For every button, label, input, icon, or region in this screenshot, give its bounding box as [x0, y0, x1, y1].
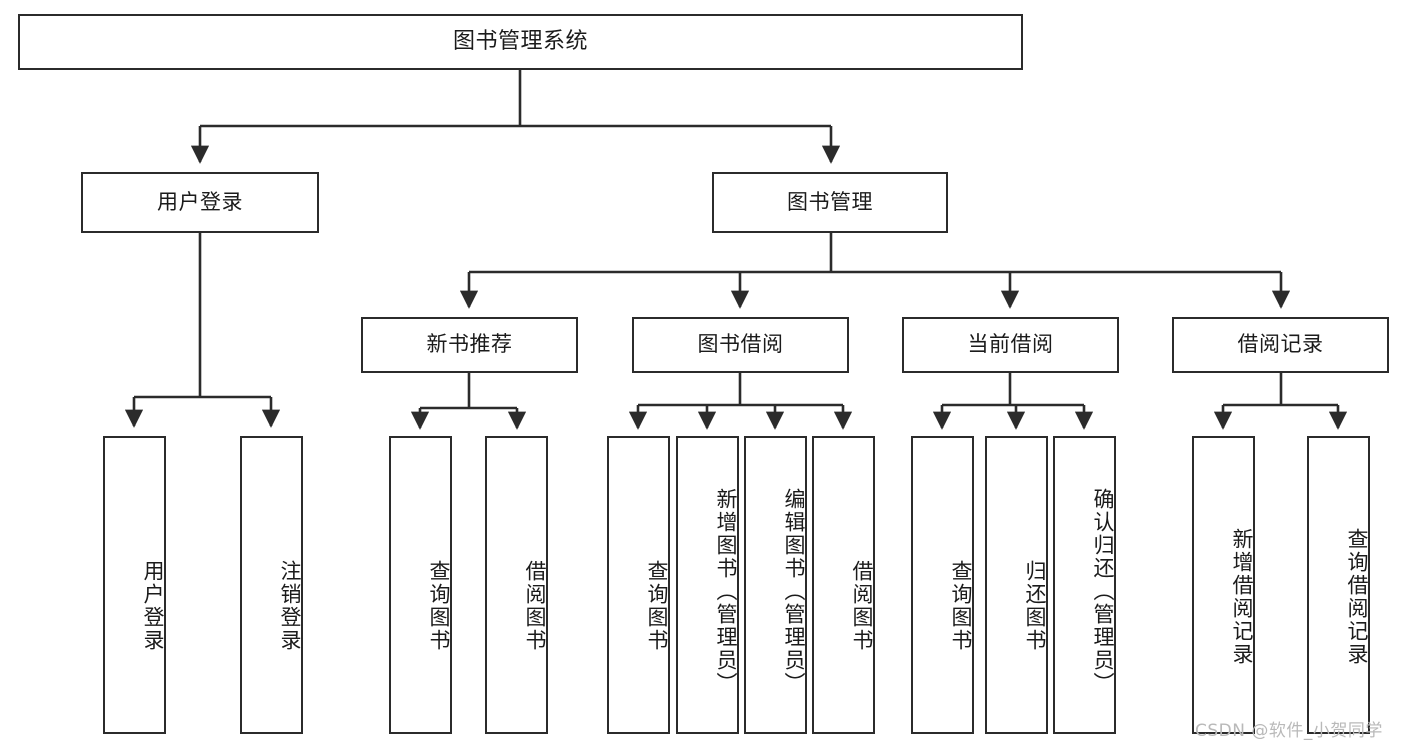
node-leaf-confirm-return[interactable]: 确认归还（管理员） — [1053, 436, 1116, 734]
node-borrow-record[interactable]: 借阅记录 — [1172, 317, 1389, 373]
node-book-manage[interactable]: 图书管理 — [712, 172, 948, 233]
node-leaf-add-book-label: 新增图书（管理员） — [714, 487, 738, 695]
node-leaf-confirm-return-label: 确认归还（管理员） — [1091, 487, 1115, 695]
node-leaf-add-book[interactable]: 新增图书（管理员） — [676, 436, 739, 734]
node-leaf-user-login-label: 用户登录 — [141, 560, 165, 652]
node-current-borrow[interactable]: 当前借阅 — [902, 317, 1119, 373]
node-leaf-borrow-book-2-label: 借阅图书 — [850, 560, 874, 652]
node-leaf-logout-label: 注销登录 — [278, 560, 302, 652]
node-user-login[interactable]: 用户登录 — [81, 172, 319, 233]
node-root[interactable]: 图书管理系统 — [18, 14, 1023, 70]
csdn-watermark: CSDN @软件_小贺同学 — [1195, 721, 1383, 741]
node-new-book-rec-label: 新书推荐 — [426, 332, 513, 357]
node-leaf-return-book[interactable]: 归还图书 — [985, 436, 1048, 734]
node-leaf-query-record-label: 查询借阅记录 — [1345, 528, 1369, 666]
node-leaf-borrow-book-1-label: 借阅图书 — [523, 560, 547, 652]
node-user-login-label: 用户登录 — [157, 189, 243, 214]
node-book-borrow-label: 图书借阅 — [697, 332, 784, 357]
node-new-book-rec[interactable]: 新书推荐 — [361, 317, 578, 373]
node-leaf-user-login[interactable]: 用户登录 — [103, 436, 166, 734]
node-leaf-edit-book[interactable]: 编辑图书（管理员） — [744, 436, 807, 734]
node-leaf-query-book-1-label: 查询图书 — [427, 560, 451, 652]
node-leaf-add-record[interactable]: 新增借阅记录 — [1192, 436, 1255, 734]
node-leaf-query-book-2-label: 查询图书 — [645, 560, 669, 652]
node-root-label: 图书管理系统 — [452, 28, 588, 54]
node-leaf-borrow-book-2[interactable]: 借阅图书 — [812, 436, 875, 734]
node-borrow-record-label: 借阅记录 — [1237, 332, 1324, 357]
node-leaf-add-record-label: 新增借阅记录 — [1230, 528, 1254, 666]
node-leaf-edit-book-label: 编辑图书（管理员） — [782, 487, 806, 695]
node-leaf-query-book-1[interactable]: 查询图书 — [389, 436, 452, 734]
node-leaf-query-book-3-label: 查询图书 — [949, 560, 973, 652]
node-leaf-logout[interactable]: 注销登录 — [240, 436, 303, 734]
node-book-manage-label: 图书管理 — [787, 189, 873, 214]
node-leaf-query-book-2[interactable]: 查询图书 — [607, 436, 670, 734]
node-book-borrow[interactable]: 图书借阅 — [632, 317, 849, 373]
node-current-borrow-label: 当前借阅 — [967, 332, 1054, 357]
node-leaf-borrow-book-1[interactable]: 借阅图书 — [485, 436, 548, 734]
node-leaf-return-book-label: 归还图书 — [1023, 560, 1047, 652]
node-leaf-query-book-3[interactable]: 查询图书 — [911, 436, 974, 734]
node-leaf-query-record[interactable]: 查询借阅记录 — [1307, 436, 1370, 734]
